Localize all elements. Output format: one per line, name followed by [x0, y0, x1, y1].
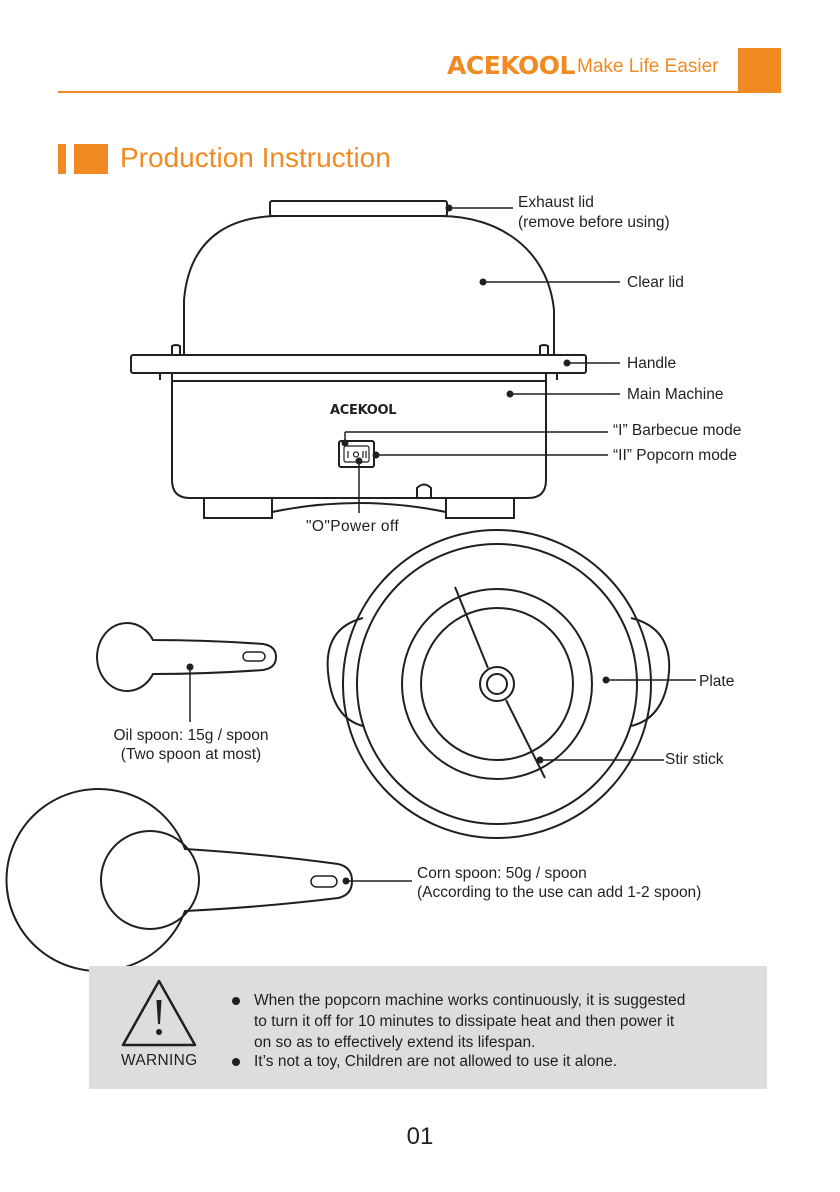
stir-stick-lower: [505, 699, 546, 779]
title-accent-bar-thin: [58, 144, 66, 174]
exhaust-lid-note: (remove before using): [518, 214, 670, 231]
oil-spoon-outline: [96, 622, 278, 692]
plate-label: Plate: [699, 673, 735, 690]
header-accent-block: [738, 48, 781, 91]
foot-right: [445, 498, 515, 519]
warning-text-1b: to turn it off for 10 minutes to dissipa…: [254, 1013, 675, 1030]
stir-stick-upper: [454, 586, 489, 669]
warning-box: [89, 966, 767, 1089]
exhaust-lid-label: Exhaust lid: [518, 194, 594, 211]
corn-spoon-illustration: [5, 788, 354, 972]
brand-tagline: Make Life Easier: [577, 56, 719, 77]
oil-spoon-note: (Two spoon at most): [120, 746, 262, 763]
brand-logo: ACEKOOL: [447, 51, 575, 80]
corn-spoon-label: Corn spoon: 50g / spoon: [417, 865, 587, 882]
stir-stick-label: Stir stick: [665, 751, 724, 768]
oil-spoon-illustration: [96, 622, 278, 692]
header-divider: [58, 91, 781, 93]
title-accent-bar-wide: [74, 144, 108, 174]
warning-text-1a: When the popcorn machine works continuou…: [254, 992, 686, 1009]
foot-left: [203, 498, 273, 519]
main-machine-label: Main Machine: [627, 386, 724, 403]
handle-rim: [130, 354, 587, 374]
clear-lid-label: Clear lid: [627, 274, 684, 291]
machine-logo: ACEKOOL: [330, 403, 397, 418]
warning-text-2: It’s not a toy, Children are not allowed…: [254, 1053, 618, 1070]
popcorn-mode-label: “II” Popcorn mode: [613, 447, 738, 464]
corn-spoon-outline: [5, 788, 354, 972]
machine-leader-dots: [341, 204, 571, 465]
warning-bullet-1: [232, 997, 240, 1005]
page-number: 01: [406, 1123, 434, 1150]
handle-label: Handle: [627, 355, 677, 372]
warning-bullet-2: [232, 1058, 240, 1066]
corn-spoon-note: (According to the use can add 1-2 spoon): [417, 884, 702, 901]
warning-text-1c: on so as to effectively extend its lifes…: [254, 1034, 536, 1051]
section-title: Production Instruction: [120, 142, 391, 173]
plate-outer-rim: [342, 529, 652, 839]
clear-lid-dome: [183, 215, 555, 355]
barbecue-mode-label: “I” Barbecue mode: [613, 422, 742, 439]
plate-illustration: [326, 529, 671, 839]
warning-label: WARNING: [121, 1052, 198, 1069]
power-off-label: "O"Power off: [306, 518, 400, 535]
plate-handle-right: [630, 617, 671, 727]
oil-spoon-label: Oil spoon: 15g / spoon: [113, 727, 269, 744]
